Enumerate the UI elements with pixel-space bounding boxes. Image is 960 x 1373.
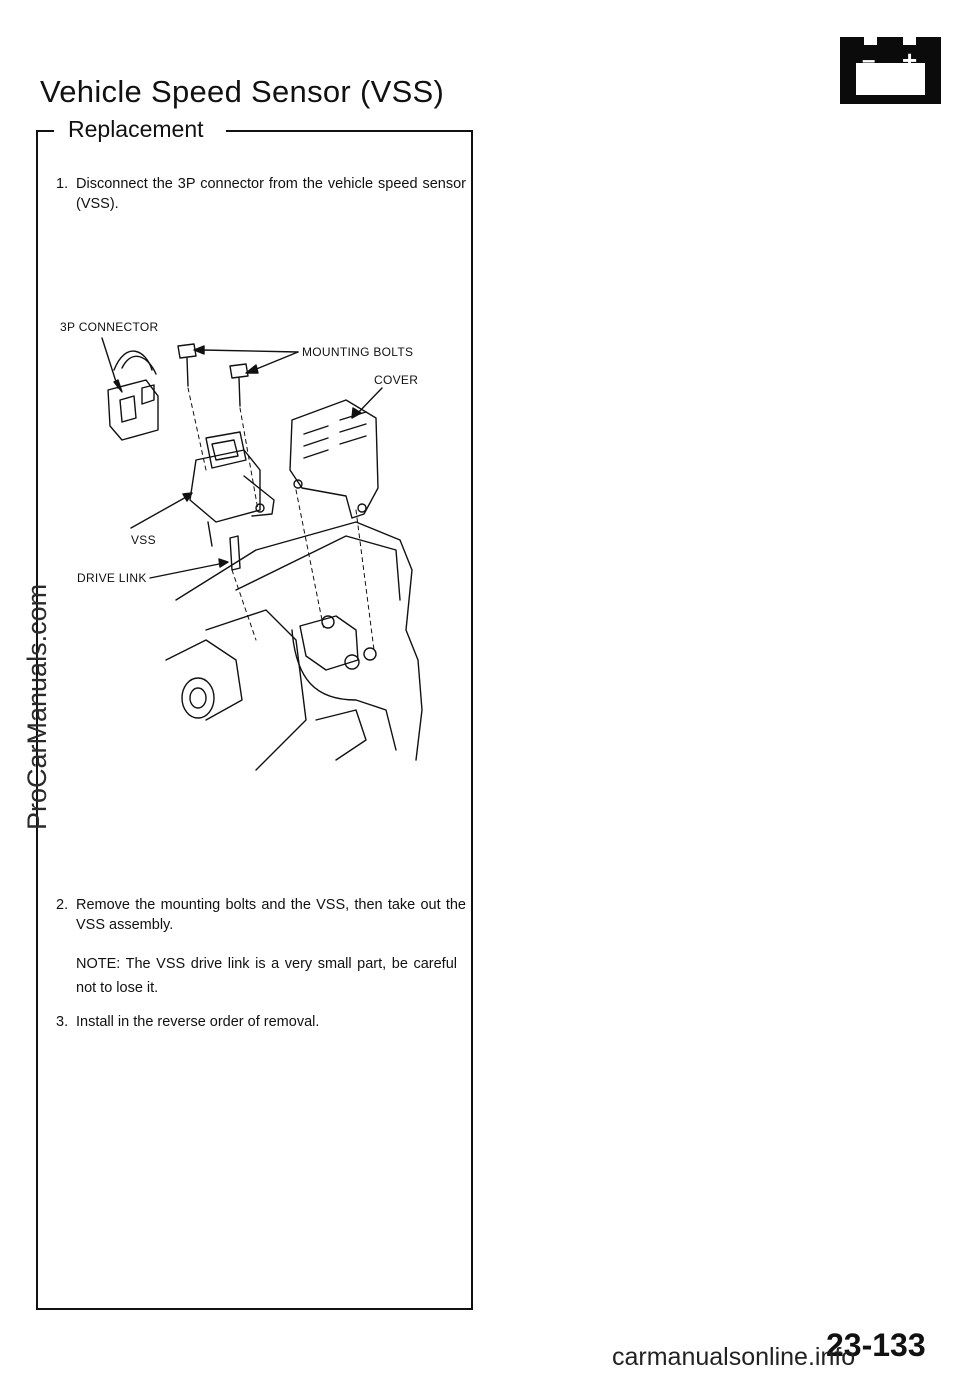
housing-edge xyxy=(315,709,367,761)
housing-edge xyxy=(165,639,243,721)
housing-curve xyxy=(291,629,397,751)
step-number: 3. xyxy=(56,1014,69,1030)
cover-body xyxy=(289,399,379,519)
bolt-head xyxy=(177,343,197,359)
label-mounting-bolts: MOUNTING BOLTS xyxy=(302,345,414,359)
vss-socket-inner xyxy=(211,439,239,461)
section-frame xyxy=(36,130,473,1310)
label-vss: VSS xyxy=(131,533,156,547)
note-text: NOTE: The VSS drive link is a very small… xyxy=(76,956,457,996)
bolts-leader-1 xyxy=(201,349,299,353)
housing-edge xyxy=(205,609,307,771)
connector-latch xyxy=(141,384,155,405)
mount-hole xyxy=(321,615,335,629)
cover-leader xyxy=(355,387,383,416)
frame-top-left xyxy=(36,130,54,132)
vss-diagram: 3P CONNECTOR MOUNTING BOLTS COVER VSS DR… xyxy=(56,300,456,780)
cover-hole xyxy=(293,479,303,489)
cover-slot xyxy=(303,425,329,435)
cover-slot xyxy=(339,411,367,421)
housing-boss-inner xyxy=(189,687,207,709)
bolt-head xyxy=(229,363,249,379)
step-number: 2. xyxy=(56,897,69,913)
vss-shaft xyxy=(207,521,213,547)
step-text: Remove the mounting bolts and the VSS, t… xyxy=(76,897,466,933)
footer-site-text: carmanualsonline.info xyxy=(612,1343,856,1371)
step-number: 1. xyxy=(56,176,69,192)
arrow-icon xyxy=(182,492,193,502)
battery-terminal-icon xyxy=(903,37,916,45)
battery-icon: – + xyxy=(840,37,941,104)
mount-hole xyxy=(363,647,377,661)
label-cover: COVER xyxy=(374,373,419,387)
connector-wire xyxy=(121,355,157,375)
arrow-icon xyxy=(218,558,229,568)
page-number: 23-133 xyxy=(826,1327,926,1363)
battery-face xyxy=(856,63,925,95)
battery-terminal-icon xyxy=(864,37,877,45)
vss-leader xyxy=(130,495,189,529)
diagram-drawing xyxy=(101,337,423,771)
step-1: 1. Disconnect the 3P connector from the … xyxy=(56,174,466,214)
housing-edge xyxy=(235,535,401,601)
arrow-icon xyxy=(193,345,205,355)
section-subtitle: Replacement xyxy=(66,116,212,143)
mount-boss xyxy=(344,654,360,670)
label-3p-connector: 3P CONNECTOR xyxy=(60,320,159,334)
step-3: 3. Install in the reverse order of remov… xyxy=(56,1012,466,1032)
step-text: Disconnect the 3P connector from the veh… xyxy=(76,176,466,212)
cover-slot xyxy=(303,437,329,447)
vss-flange xyxy=(243,475,275,517)
cover-slot xyxy=(339,435,367,445)
watermark-text: ProCarManuals.com xyxy=(22,583,52,830)
bolt-shank xyxy=(186,357,189,387)
arrow-icon xyxy=(245,364,259,374)
drive-link-part xyxy=(229,535,241,571)
housing-edge xyxy=(175,521,423,761)
mount-plate xyxy=(299,615,359,671)
step-2: 2. Remove the mounting bolts and the VSS… xyxy=(56,895,466,935)
vss-socket xyxy=(205,431,247,469)
connector-socket xyxy=(119,395,137,423)
cover-slot xyxy=(339,423,367,433)
bolt-shank xyxy=(238,377,241,407)
bolts-leader-2 xyxy=(253,351,299,371)
housing-boss xyxy=(181,677,215,719)
page-title: Vehicle Speed Sensor (VSS) xyxy=(40,74,445,109)
step-text: Install in the reverse order of removal. xyxy=(76,1014,320,1030)
vss-hole xyxy=(255,503,265,513)
vss-body xyxy=(189,449,261,523)
cover-slot xyxy=(303,449,329,459)
connector-leader xyxy=(101,337,119,389)
connector-body xyxy=(107,379,159,441)
cover-hole xyxy=(357,503,367,513)
drive-link-leader xyxy=(149,562,225,579)
frame-top-right xyxy=(226,130,473,132)
label-drive-link: DRIVE LINK xyxy=(77,571,147,585)
